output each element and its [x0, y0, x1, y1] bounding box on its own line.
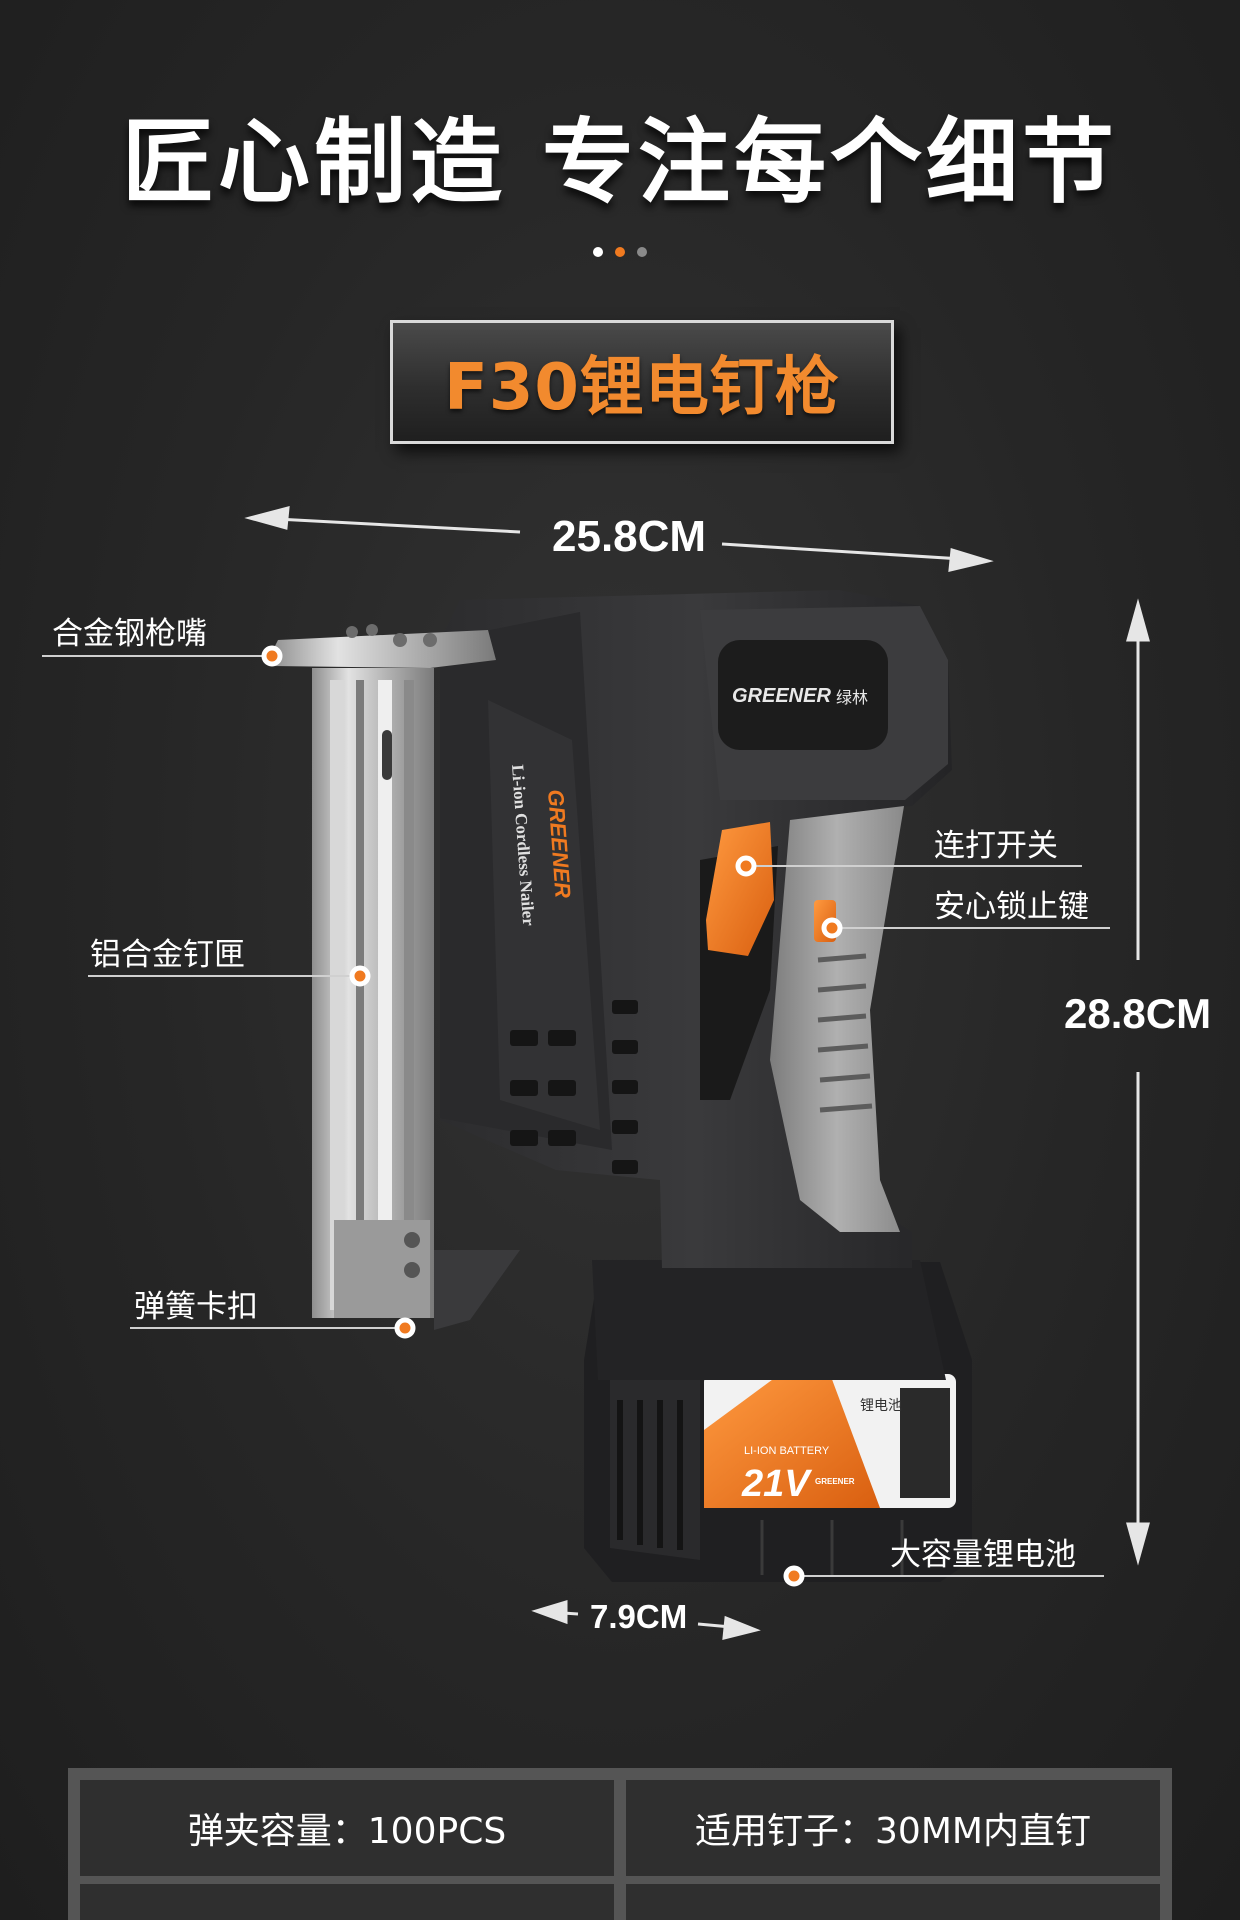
page-headline: 匠心制造 专注每个细节: [121, 109, 1119, 216]
tool-brand-logo: GREENER: [732, 685, 831, 707]
dimension-lines: [244, 505, 1150, 1640]
carousel-dot-3[interactable]: [637, 247, 647, 257]
spec-table: 弹夹容量：100PCS 适用钉子：30MM内直钉: [68, 1768, 1172, 1920]
spec-magazine-capacity: 弹夹容量：100PCS: [80, 1780, 614, 1876]
callout-lines: [42, 655, 1110, 1577]
carousel-indicator: [0, 247, 1240, 257]
callout-safety-lock: 安心锁止键: [934, 889, 1089, 925]
product-title: F30锂电钉枪: [444, 351, 840, 425]
alloy-steel-nozzle-shape: [270, 630, 496, 668]
battery-type-label: LI-ION BATTERY: [744, 1445, 830, 1457]
spec-row-2-cell-1: [80, 1884, 614, 1920]
callout-aluminum-magazine: 铝合金钉匣: [90, 937, 245, 973]
callout-continuous-trigger: 连打开关: [934, 828, 1058, 864]
product-title-badge: F30锂电钉枪: [390, 320, 894, 444]
length-dimension-label: 25.8CM: [552, 512, 707, 561]
battery-brand-label: GREENER: [815, 1477, 855, 1486]
callout-markers: [261, 645, 843, 1587]
tool-body: GREENER 绿林 Li-ion Cordless Nailer GREENE…: [440, 590, 952, 1268]
callout-alloy-steel-nozzle: 合金钢枪嘴: [52, 616, 207, 652]
width-dimension-label: 7.9CM: [590, 1598, 688, 1635]
callout-battery: 大容量锂电池: [890, 1537, 1076, 1573]
battery-name-label: 锂电池: [860, 1398, 902, 1414]
spec-row-2-cell-2: [626, 1884, 1160, 1920]
tool-brand-logo-cn: 绿林: [836, 688, 868, 707]
height-dimension-label: 28.8CM: [1064, 990, 1212, 1037]
callout-spring-clip: 弹簧卡扣: [134, 1289, 258, 1325]
trigger-switch: [706, 822, 774, 956]
spec-nail-size: 适用钉子：30MM内直钉: [626, 1780, 1160, 1876]
battery-voltage-label: 21V: [741, 1463, 812, 1505]
carousel-dot-1[interactable]: [593, 247, 603, 257]
aluminum-magazine-shape: [312, 668, 520, 1330]
carousel-dot-2[interactable]: [615, 247, 625, 257]
tool-base: [592, 1260, 946, 1380]
